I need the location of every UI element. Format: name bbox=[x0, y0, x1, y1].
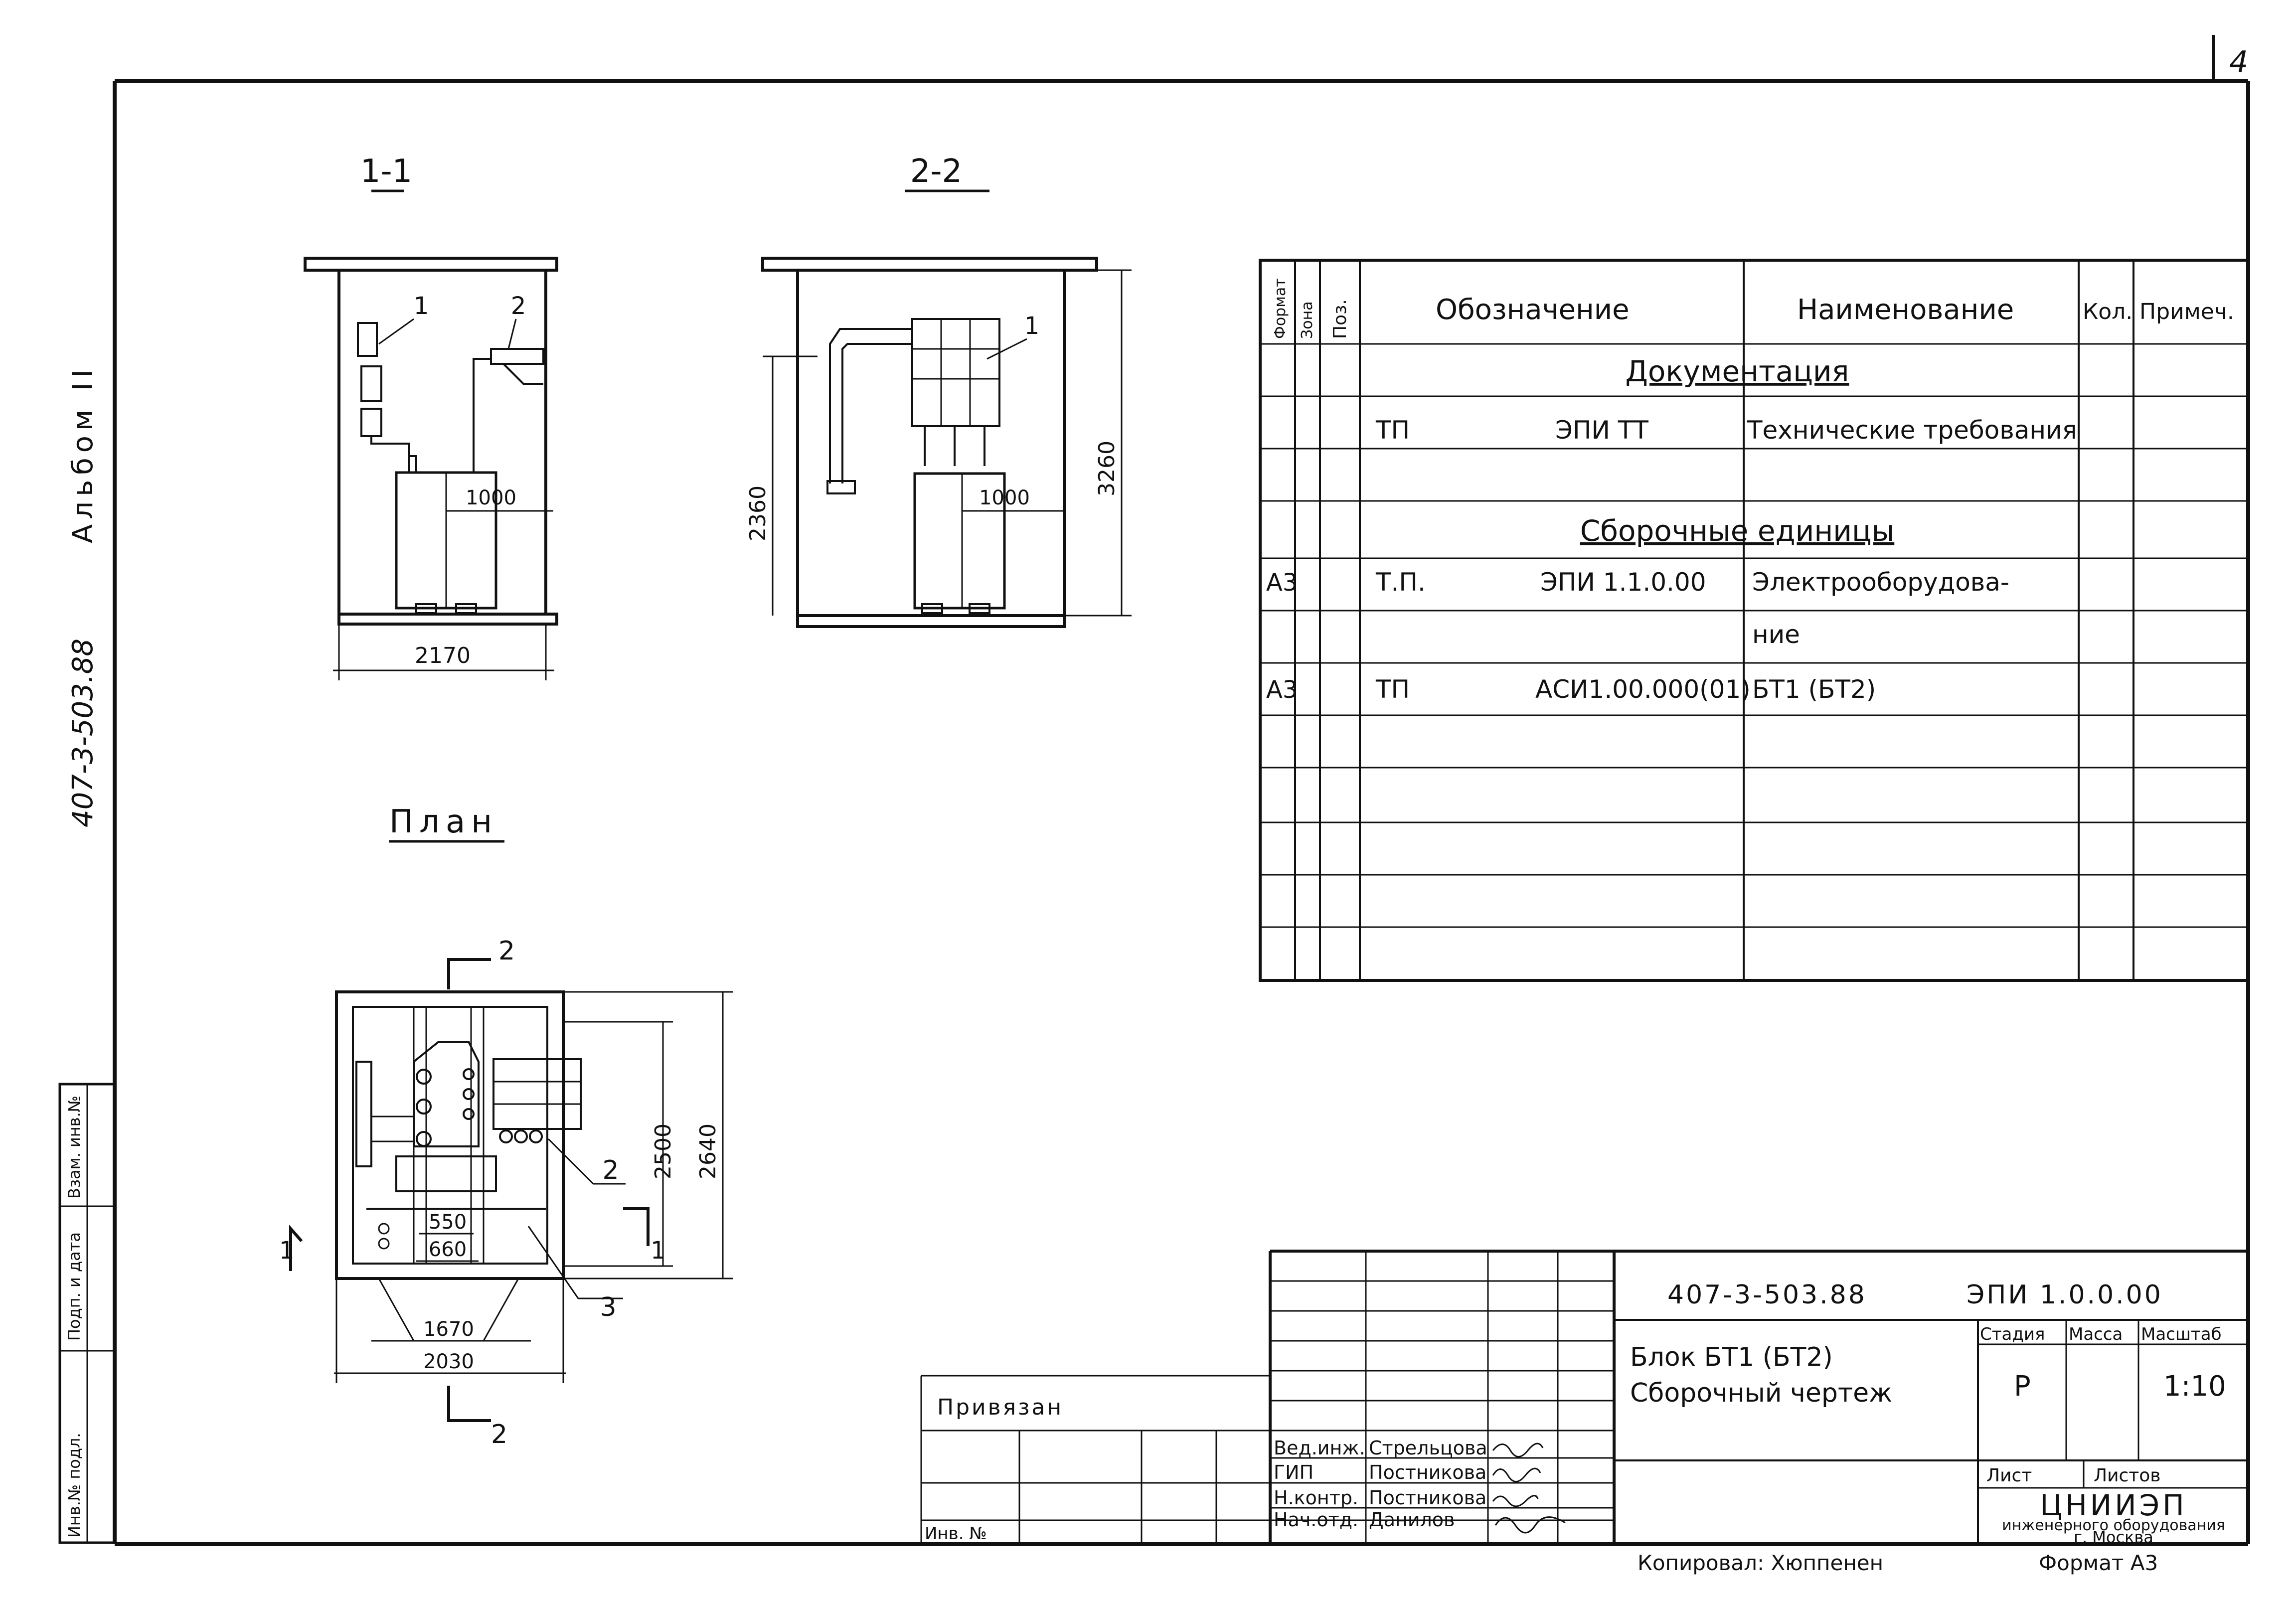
spec-row2-format: A3 bbox=[1266, 569, 1298, 597]
spec-header-note: Примеч. bbox=[2139, 299, 2234, 324]
signature-scribbles bbox=[1492, 1442, 1566, 1534]
sig-role-3: Н.контр. bbox=[1274, 1487, 1358, 1509]
spec-header-name: Наименование bbox=[1797, 294, 2014, 326]
section-2-2-dim-2360: 2360 bbox=[745, 485, 771, 541]
spec-row1-code: ЭПИ ТТ bbox=[1555, 416, 1648, 445]
drawing-title-line2: Сборочный чертеж bbox=[1630, 1378, 1892, 1408]
spec-row3-format: A3 bbox=[1266, 676, 1298, 704]
section-1-1-view: 1-1 1 2 1000 2170 bbox=[304, 153, 558, 680]
section-1-1-dim-1000: 1000 bbox=[466, 486, 516, 509]
spec-row2-name: Электрооборудова- bbox=[1752, 568, 2009, 597]
section-2-2-callout-1: 1 bbox=[1024, 312, 1040, 340]
section-1-1-title: 1-1 bbox=[360, 153, 413, 190]
section-2-2-view: 2-2 1 1000 2360 3260 bbox=[745, 153, 1132, 628]
spec-row2-prefix: Т.П. bbox=[1375, 568, 1426, 597]
footer-copied: Копировал: Хюппенен bbox=[1638, 1551, 1883, 1575]
page-number: 4 bbox=[2229, 45, 2248, 80]
spec-header-format: Формат bbox=[1272, 278, 1289, 339]
sig-role-2: ГИП bbox=[1274, 1461, 1313, 1483]
plan-view: План 2 2 1 1 bbox=[279, 803, 733, 1449]
spec-row3-prefix: ТП bbox=[1375, 675, 1410, 704]
plan-dim-660: 660 bbox=[429, 1238, 467, 1261]
plan-callout-3: 3 bbox=[600, 1292, 616, 1322]
spec-row3-name: БТ1 (БТ2) bbox=[1752, 675, 1876, 704]
spec-header-designation: Обозначение bbox=[1436, 294, 1630, 326]
plan-cut-bottom: 2 bbox=[491, 1420, 507, 1449]
plan-dim-2030: 2030 bbox=[423, 1350, 474, 1373]
sig-name-1: Стрельцова bbox=[1369, 1437, 1487, 1459]
drawing-title-line1: Блок БТ1 (БТ2) bbox=[1630, 1342, 1833, 1372]
spec-section-docs: Документация bbox=[1626, 354, 1849, 388]
side-stamp-replace: Взам. инв.№ bbox=[65, 1096, 84, 1199]
stage-value: Р bbox=[2014, 1370, 2031, 1403]
scale-value: 1:10 bbox=[2163, 1370, 2226, 1403]
spec-header-zone: Зона bbox=[1299, 301, 1316, 339]
section-2-2-dim-3260: 3260 bbox=[1094, 441, 1120, 496]
spec-row3-code: АСИ1.00.000(01) bbox=[1535, 675, 1751, 704]
privyazan-label: Привязан bbox=[937, 1395, 1063, 1420]
spec-section-units: Сборочные единицы bbox=[1580, 514, 1895, 548]
sig-name-2: Постникова bbox=[1369, 1461, 1486, 1483]
section-1-1-dim-2170: 2170 bbox=[415, 643, 471, 668]
inv-no-label: Инв. № bbox=[925, 1524, 987, 1544]
doc-code: ЭПИ 1.0.0.00 bbox=[1967, 1280, 2163, 1310]
sheets-label: Листов bbox=[2094, 1465, 2160, 1486]
album-code: 407-3-503.88 bbox=[67, 639, 99, 827]
sig-role-4: Нач.отд. bbox=[1274, 1509, 1358, 1531]
spec-row1-name: Технические требования bbox=[1747, 416, 2077, 445]
plan-dim-1670: 1670 bbox=[423, 1318, 474, 1341]
plan-title: План bbox=[389, 803, 498, 840]
spec-row1-prefix: ТП bbox=[1375, 416, 1410, 445]
spec-row2-code: ЭПИ 1.1.0.00 bbox=[1540, 568, 1706, 597]
title-block: Привязан Инв. № Вед.инж. Стрельцова ГИП … bbox=[920, 1250, 2248, 1547]
plan-callout-2: 2 bbox=[602, 1155, 619, 1185]
section-1-1-callout-1: 1 bbox=[414, 292, 429, 320]
spec-table: Формат Зона Поз. Обозначение Наименовани… bbox=[1259, 259, 2250, 982]
sig-name-3: Постникова bbox=[1369, 1487, 1486, 1509]
side-stamp: Инв.№ подл. Подп. и дата Взам. инв.№ bbox=[58, 1083, 116, 1544]
org-subtitle: инженерного оборудования bbox=[2002, 1517, 2225, 1534]
sheet-label: Лист bbox=[1986, 1465, 2032, 1486]
scale-label: Масштаб bbox=[2141, 1324, 2222, 1344]
stage-label: Стадия bbox=[1980, 1324, 2045, 1344]
plan-dim-2500: 2500 bbox=[651, 1123, 676, 1179]
plan-cut-left: 1 bbox=[279, 1237, 295, 1265]
plan-cut-top: 2 bbox=[498, 936, 515, 966]
mass-label: Масса bbox=[2069, 1324, 2123, 1344]
sig-role-1: Вед.инж. bbox=[1274, 1437, 1365, 1459]
spec-header-pos: Поз. bbox=[1330, 299, 1350, 339]
footer-format: Формат А3 bbox=[2039, 1551, 2158, 1575]
section-2-2-dim-1000: 1000 bbox=[979, 486, 1030, 509]
album-label: Альбом II bbox=[67, 364, 99, 543]
doc-number: 407-3-503.88 bbox=[1667, 1280, 1867, 1310]
sig-name-4: Данилов bbox=[1369, 1509, 1455, 1531]
org-city: г. Москва bbox=[2074, 1528, 2153, 1547]
spec-header-qty: Кол. bbox=[2083, 299, 2132, 324]
side-stamp-inv: Инв.№ подл. bbox=[65, 1433, 84, 1538]
section-2-2-title: 2-2 bbox=[910, 153, 963, 190]
section-1-1-callout-2: 2 bbox=[511, 292, 526, 320]
plan-dim-550: 550 bbox=[429, 1211, 467, 1234]
org-name: ЦНИИЭП bbox=[2040, 1488, 2187, 1522]
spec-row2-name-cont: ние bbox=[1752, 620, 1800, 649]
plan-dim-2640: 2640 bbox=[695, 1123, 721, 1179]
side-stamp-date: Подп. и дата bbox=[65, 1232, 84, 1341]
